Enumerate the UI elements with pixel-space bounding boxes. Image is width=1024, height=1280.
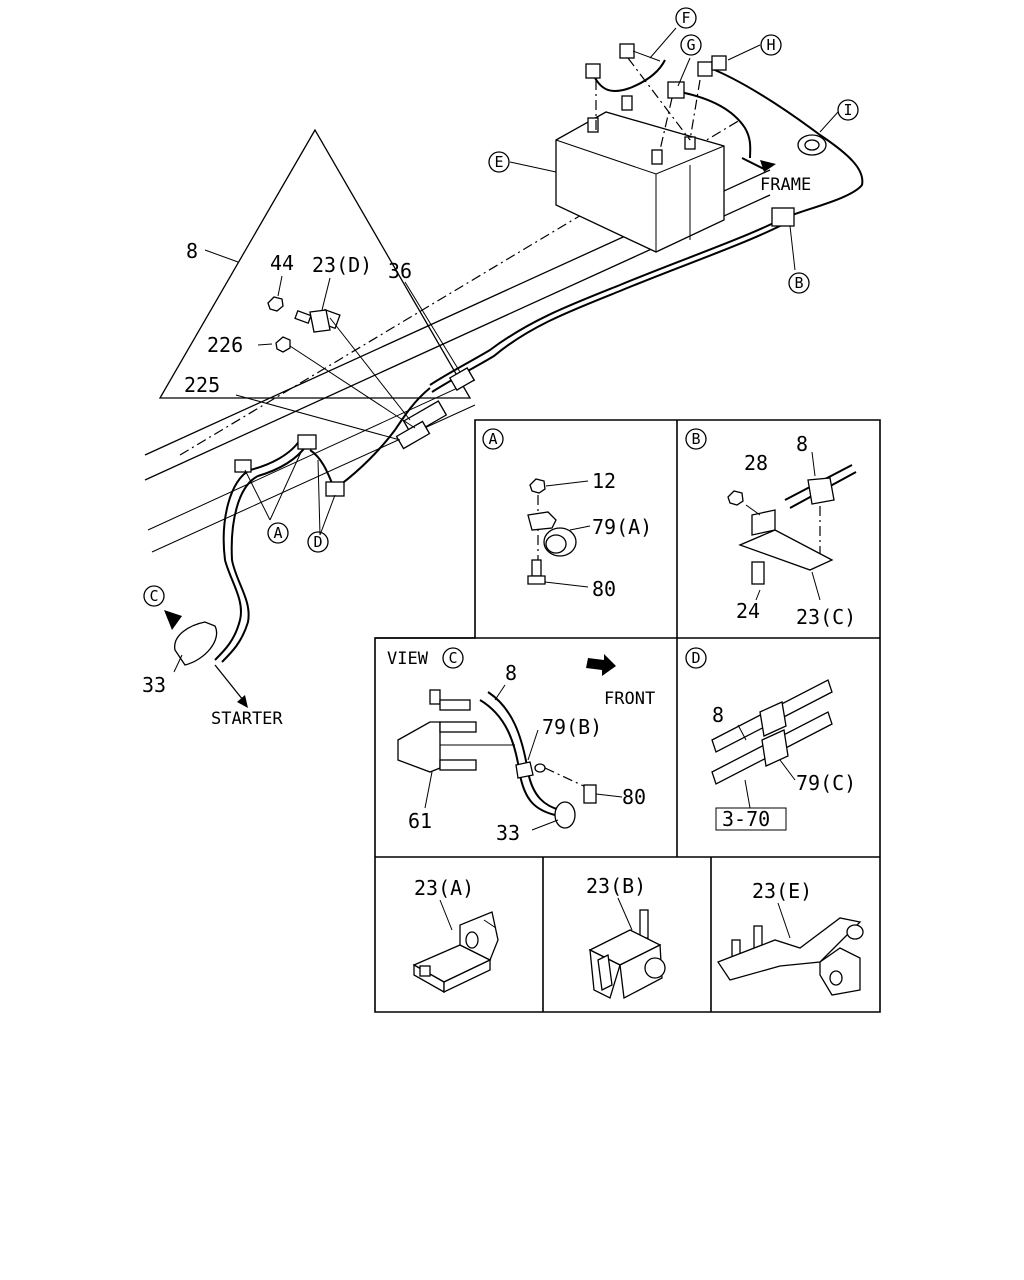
label-225: 225 xyxy=(184,373,220,397)
detail-d-ref: 3-70 xyxy=(722,807,770,831)
view-c-front: FRONT xyxy=(604,689,655,709)
callout-e: E xyxy=(494,153,503,171)
main-view: F G H I E B A D C FRAME STARTER 8 44 23(… xyxy=(142,7,864,729)
detail-panels-frame xyxy=(374,419,881,1013)
callout-d: D xyxy=(313,533,322,551)
label-23d: 23(D) xyxy=(312,253,372,277)
bracket-23e-label: 23(E) xyxy=(752,879,812,903)
detail-d-clip: 79(C) xyxy=(796,771,856,795)
battery-cables xyxy=(585,43,864,221)
bracket-23a: 23(A) xyxy=(412,876,499,994)
label-8: 8 xyxy=(186,239,198,263)
view-c-part-33: 33 xyxy=(496,821,520,845)
frame-label: FRAME xyxy=(760,175,811,195)
bracket-23e: 23(E) xyxy=(717,879,864,996)
detail-b-marker: B xyxy=(691,430,700,448)
detail-a-nut: 12 xyxy=(592,469,616,493)
label-44: 44 xyxy=(270,251,294,275)
detail-d: D 8 79(C) 3-70 xyxy=(685,647,856,831)
bracket-23a-label: 23(A) xyxy=(414,876,474,900)
detail-a-marker: A xyxy=(488,430,497,448)
label-226: 226 xyxy=(207,333,243,357)
bracket-23b-label: 23(B) xyxy=(586,874,646,898)
detail-a-clip: 79(A) xyxy=(592,515,652,539)
view-c-clip: 79(B) xyxy=(542,715,602,739)
battery xyxy=(555,95,725,253)
callout-c: C xyxy=(149,587,158,605)
detail-b: B 28 8 24 23(C) xyxy=(685,428,857,629)
view-c-part-61: 61 xyxy=(408,809,432,833)
callout-b: B xyxy=(794,274,803,292)
main-harness xyxy=(164,157,796,708)
view-c-title: VIEW xyxy=(387,649,429,669)
callout-f: F xyxy=(681,9,690,27)
callout-circles xyxy=(143,7,859,607)
callout-g: G xyxy=(686,36,695,54)
detail-b-harness: 8 xyxy=(796,432,808,456)
callout-h: H xyxy=(766,36,775,54)
view-c: VIEW C FRONT 8 79(B) 80 61 33 xyxy=(387,647,655,845)
detail-a-bolt: 80 xyxy=(592,577,616,601)
starter-label: STARTER xyxy=(211,709,283,729)
detail-d-marker: D xyxy=(691,649,700,667)
detail-b-bracket: 23(C) xyxy=(796,605,856,629)
detail-b-bolt: 24 xyxy=(736,599,760,623)
leader-lines xyxy=(173,27,839,673)
detail-d-harness: 8 xyxy=(712,703,724,727)
callout-i: I xyxy=(843,101,852,119)
bracket-23b: 23(B) xyxy=(586,874,666,1000)
view-c-harness: 8 xyxy=(505,661,517,685)
label-36: 36 xyxy=(388,259,412,283)
fasteners xyxy=(267,296,331,353)
callout-a: A xyxy=(273,524,282,542)
harness-callout-triangle xyxy=(158,128,472,399)
view-c-marker: C xyxy=(448,649,457,667)
detail-b-nut: 28 xyxy=(744,451,768,475)
view-c-bolt: 80 xyxy=(622,785,646,809)
label-33: 33 xyxy=(142,673,166,697)
detail-a: A 12 79(A) 80 xyxy=(482,428,652,601)
